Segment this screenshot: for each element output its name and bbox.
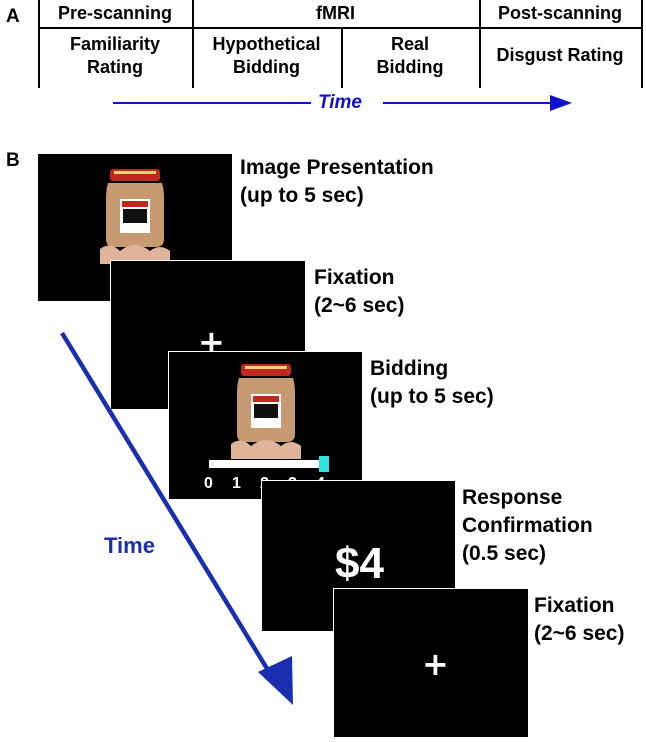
time-arrow-a-right-shaft <box>383 102 555 104</box>
task-disgust-rating-text: Disgust Rating <box>496 45 624 65</box>
caption-response-line1: Response <box>462 486 563 509</box>
caption-fixation-1-line2: (2~6 sec) <box>314 294 405 317</box>
table-border-right <box>641 0 643 88</box>
bid-tick-1: 1 <box>232 475 241 492</box>
bid-slider-thumb <box>319 456 329 472</box>
table-border-hyp-real <box>341 27 343 88</box>
task-familiarity-rating-text: Familiarity Rating <box>69 34 161 77</box>
time-label-b: Time <box>104 533 155 558</box>
table-border-fmri-post <box>479 0 481 88</box>
pigs-feet-jar-image-bidding <box>231 364 301 459</box>
table-border-pre-fmri <box>192 0 194 88</box>
caption-bidding-line1: Bidding <box>370 357 449 380</box>
panel-b-label: B <box>6 150 20 171</box>
bid-slider-bar <box>209 460 329 468</box>
task-real-bidding: Real Bidding <box>341 33 479 79</box>
pigs-feet-jar-image <box>100 169 170 264</box>
caption-response-confirmation: Response Confirmation (0.5 sec) <box>462 484 593 568</box>
time-arrow-b-head <box>258 656 293 705</box>
task-familiarity-rating: Familiarity Rating <box>38 33 192 79</box>
time-arrow-b-shaft <box>60 331 276 682</box>
table-border-left <box>38 0 40 88</box>
caption-fixation-2-line1: Fixation <box>534 594 615 617</box>
caption-bidding-line2: (up to 5 sec) <box>370 385 494 408</box>
time-label-a: Time <box>318 92 363 113</box>
time-arrow-a-left-shaft <box>113 102 311 104</box>
caption-response-line2: Confirmation <box>462 514 593 537</box>
task-real-bidding-text: Real Bidding <box>376 34 444 77</box>
caption-fixation-2-line2: (2~6 sec) <box>534 622 625 645</box>
phase-prescanning-header: Pre-scanning <box>57 3 173 23</box>
task-disgust-rating: Disgust Rating <box>479 44 641 67</box>
task-hypothetical-bidding: Hypothetical Bidding <box>192 33 341 79</box>
time-arrow-a-head <box>550 95 572 111</box>
panel-a-label: A <box>6 6 20 27</box>
caption-bidding: Bidding (up to 5 sec) <box>370 355 494 411</box>
caption-image-presentation-line1: Image Presentation <box>240 156 434 179</box>
task-hypothetical-bidding-text: Hypothetical Bidding <box>212 34 321 77</box>
bid-confirmation-amount: $4 <box>335 539 384 588</box>
table-divider-line <box>38 27 642 29</box>
screen-fixation-2: + <box>333 588 529 738</box>
caption-image-presentation-line2: (up to 5 sec) <box>240 184 364 207</box>
screen-bidding: 0 1 2 3 4 <box>168 351 363 500</box>
caption-fixation-1-line1: Fixation <box>314 266 395 289</box>
caption-fixation-1: Fixation (2~6 sec) <box>314 264 404 320</box>
bid-tick-0: 0 <box>204 475 213 492</box>
caption-fixation-2: Fixation (2~6 sec) <box>534 592 624 648</box>
caption-image-presentation: Image Presentation (up to 5 sec) <box>240 154 434 210</box>
phase-fmri-header: fMRI <box>316 3 355 23</box>
phase-postscanning-header: Post-scanning <box>497 3 622 23</box>
caption-response-line3: (0.5 sec) <box>462 542 547 565</box>
fixation-cross-2: + <box>422 645 449 683</box>
